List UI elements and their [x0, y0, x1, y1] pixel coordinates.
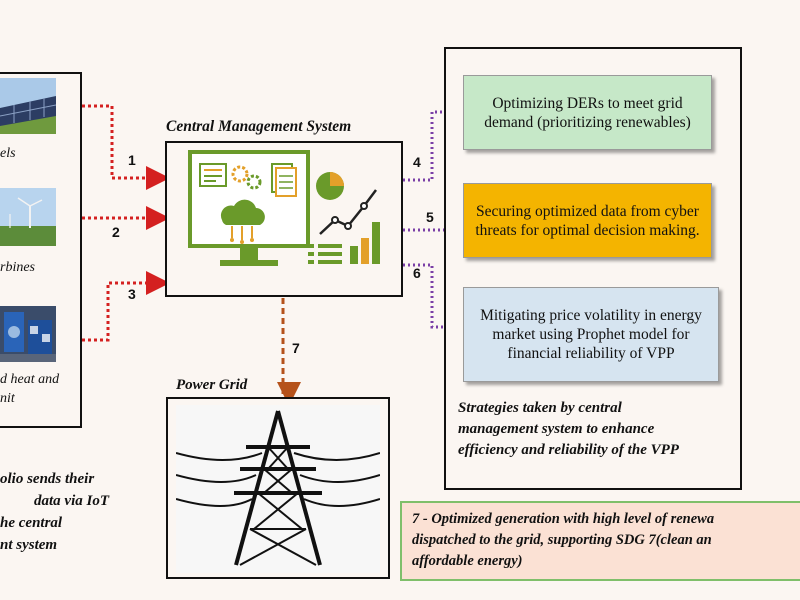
wind-turbine-photo [0, 188, 56, 246]
source-caption-wind: rbines [0, 260, 35, 275]
strategy-card-2: Securing optimized data from cyber threa… [463, 183, 712, 258]
left-note-line3: he central [0, 515, 63, 531]
strategies-caption-line1: Strategies taken by central [458, 400, 622, 416]
strategy-card-3: Mitigating price volatility in energy ma… [463, 287, 719, 382]
left-note-line1: olio sends their [0, 471, 95, 487]
arrow-1 [58, 104, 170, 190]
arrow-3 [58, 271, 170, 342]
link-number-5: 5 [426, 209, 434, 225]
outcome-line2: dispatched to the grid, supporting SDG 7… [412, 532, 712, 548]
link-number-3: 3 [128, 286, 136, 302]
left-note: olio sends their data via IoT he central… [0, 468, 109, 556]
strategy-text-1: Optimizing DERs to meet grid demand (pri… [484, 94, 691, 131]
source-caption-solar: els [0, 146, 16, 161]
monitor-icon [180, 150, 390, 280]
link-number-1: 1 [128, 152, 136, 168]
strategy-card-1: Optimizing DERs to meet grid demand (pri… [463, 75, 712, 150]
source-caption-chp-line1: d heat and [0, 372, 60, 387]
outcome-line3: affordable energy) [412, 553, 523, 569]
left-note-line2: data via IoT [34, 493, 109, 509]
strategies-caption: Strategies taken by central management s… [458, 398, 679, 461]
link-number-2: 2 [112, 224, 120, 240]
source-caption-chp-line2: nit [0, 391, 15, 406]
strategy-text-3: Mitigating price volatility in energy ma… [480, 307, 702, 362]
chp-plant-photo [0, 306, 56, 362]
link-number-7: 7 [292, 340, 300, 356]
left-note-line4: nt system [0, 537, 58, 553]
cms-title: Central Management System [166, 118, 352, 135]
transmission-tower-icon [176, 405, 380, 573]
solar-panel-photo [0, 78, 56, 134]
outcome-line1: 7 - Optimized generation with high level… [412, 511, 715, 527]
outcome-box: 7 - Optimized generation with high level… [400, 501, 800, 581]
power-grid-title: Power Grid [176, 377, 248, 393]
link-number-4: 4 [413, 154, 421, 170]
strategies-caption-line3: efficiency and reliability of the VPP [458, 442, 679, 458]
strategy-text-2: Securing optimized data from cyber threa… [475, 202, 700, 239]
strategies-caption-line2: management system to enhance [458, 421, 655, 437]
link-number-6: 6 [413, 265, 421, 281]
